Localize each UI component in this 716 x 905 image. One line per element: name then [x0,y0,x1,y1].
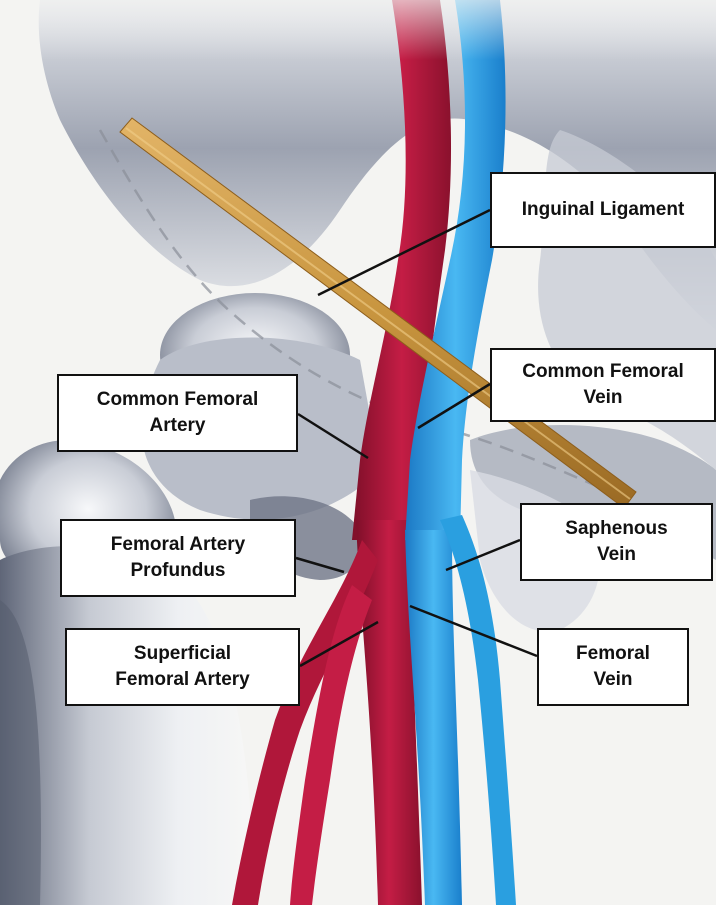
label-text-line-1: Femoral Artery [111,532,245,558]
label-femoral-vein: Femoral Vein [537,628,689,706]
label-saphenous-vein: Saphenous Vein [520,503,713,581]
label-text-line-2: Femoral Artery [115,667,249,693]
label-inguinal-ligament: Inguinal Ligament [490,172,716,248]
label-text-line-2: Vein [597,542,636,568]
label-text-line-1: Saphenous [565,516,667,542]
label-text-line-2: Artery [150,413,206,439]
top-fade [0,0,716,60]
label-text-line-1: Femoral [576,641,650,667]
label-text: Inguinal Ligament [522,197,685,223]
label-common-femoral-artery: Common Femoral Artery [57,374,298,452]
label-text-line-1: Common Femoral [97,387,259,413]
label-text-line-2: Vein [593,667,632,693]
label-text-line-2: Profundus [131,558,226,584]
label-common-femoral-vein: Common Femoral Vein [490,348,716,422]
label-femoral-artery-profundus: Femoral Artery Profundus [60,519,296,597]
label-text-line-1: Superficial [134,641,231,667]
label-text-line-1: Common Femoral [522,359,684,385]
label-superficial-femoral-artery: Superficial Femoral Artery [65,628,300,706]
label-text-line-2: Vein [583,385,622,411]
